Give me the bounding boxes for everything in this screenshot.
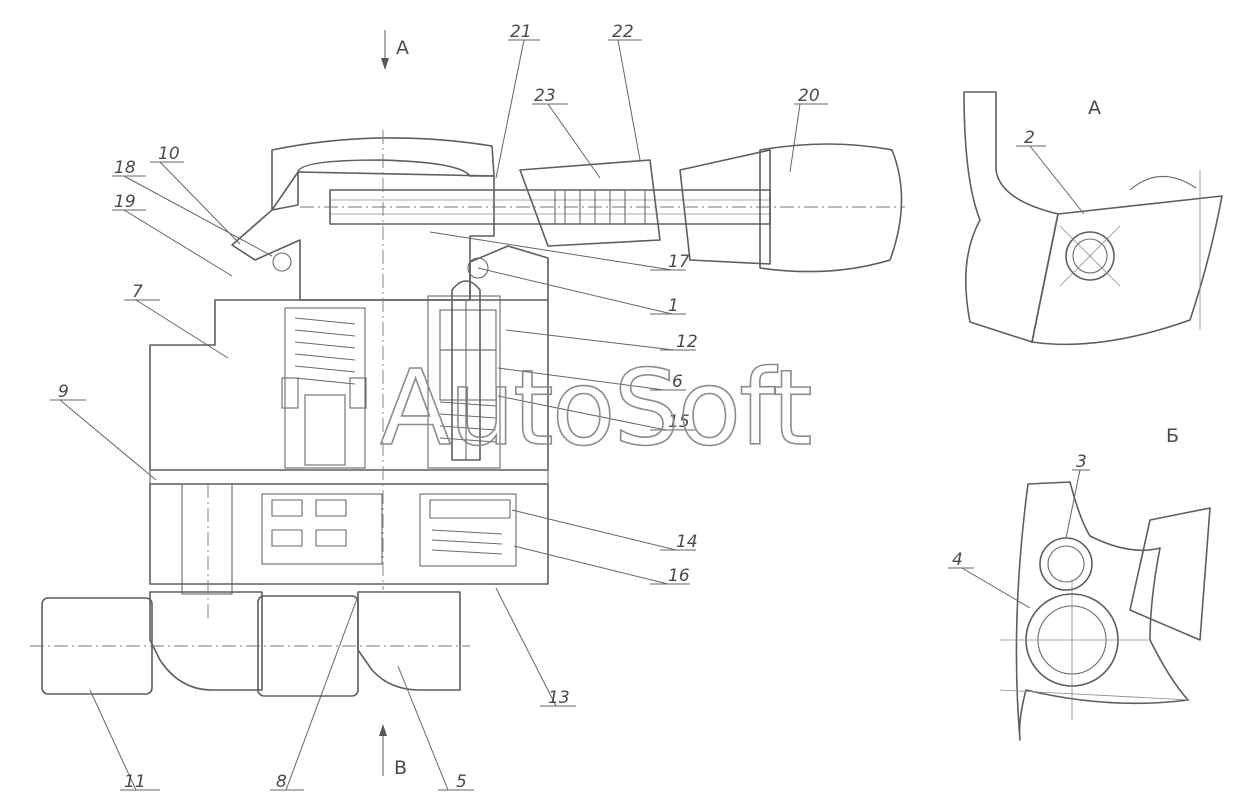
check-valve <box>419 493 517 567</box>
callout-16: 16 <box>668 566 690 586</box>
section-mark-top: A <box>381 30 409 70</box>
view-b-title: Б <box>1166 425 1179 447</box>
spool-cavity-left <box>284 307 366 469</box>
callout-11: 11 <box>124 772 146 792</box>
lever-knob <box>759 143 903 273</box>
elbow-fitting-left <box>149 591 263 691</box>
callout-5: 5 <box>456 772 467 792</box>
elbow-fitting-right <box>357 591 461 691</box>
drain-channel <box>181 483 233 595</box>
view-a: А <box>963 91 1223 346</box>
detent-ball-18 <box>272 252 292 272</box>
callout-14: 14 <box>676 532 698 552</box>
view-b: Б <box>999 425 1211 741</box>
callout-20: 20 <box>798 86 820 106</box>
piston-right <box>439 280 497 461</box>
view-a-title: А <box>1088 97 1101 119</box>
center-lines <box>30 130 905 647</box>
callout-leaders <box>50 39 1090 791</box>
fittings <box>41 591 461 697</box>
callout-12: 12 <box>676 332 698 352</box>
watermark: AutoSoft <box>380 347 811 469</box>
detent-ball-17 <box>467 257 489 279</box>
svg-text:A: A <box>396 37 409 59</box>
callout-10: 10 <box>158 144 180 164</box>
callout-15: 15 <box>668 412 690 432</box>
callout-23: 23 <box>534 86 556 106</box>
top-cap <box>271 137 495 211</box>
callout-3: 3 <box>1076 452 1087 472</box>
callout-9: 9 <box>58 382 69 402</box>
callout-13: 13 <box>548 688 570 708</box>
callout-6: 6 <box>672 372 683 392</box>
knob-insert <box>679 149 771 265</box>
svg-text:B: B <box>394 757 407 779</box>
callout-8: 8 <box>276 772 287 792</box>
callout-4: 4 <box>952 550 963 570</box>
callout-22: 22 <box>612 22 634 42</box>
callout-17: 17 <box>668 252 690 272</box>
gasket <box>149 469 549 485</box>
lever-assembly <box>329 143 903 273</box>
callout-19: 19 <box>114 192 136 212</box>
section-mark-bottom: B <box>379 724 407 779</box>
spool-cavity-right <box>427 295 501 469</box>
callout-labels: 21 22 23 20 10 18 19 7 9 17 1 12 6 15 14… <box>58 22 1087 792</box>
callout-2: 2 <box>1024 128 1035 148</box>
callout-1: 1 <box>668 296 679 316</box>
callout-18: 18 <box>114 158 136 178</box>
main-section <box>149 137 549 595</box>
valve-body <box>214 245 549 301</box>
lower-body <box>149 483 549 585</box>
spring-left <box>281 317 367 466</box>
callout-7: 7 <box>132 282 143 302</box>
lever-sleeve <box>519 159 661 247</box>
callout-21: 21 <box>510 22 532 42</box>
lower-cavity <box>261 493 383 565</box>
